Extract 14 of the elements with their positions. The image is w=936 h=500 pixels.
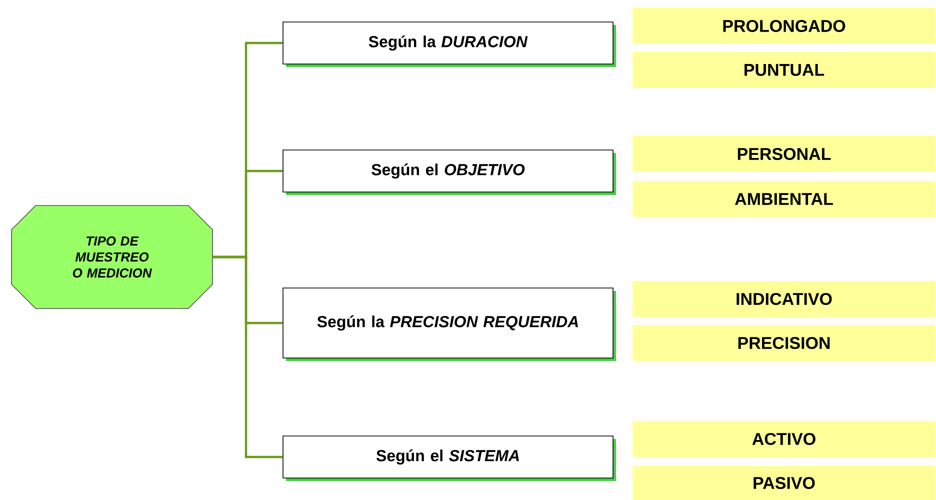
option-box: AMBIENTAL [632,181,936,217]
category-box: Según la PRECISION REQUERIDA [282,288,616,361]
option-box: PRECISION [632,325,936,361]
category-box: Según la DURACION [282,22,616,67]
category-box: Según el SISTEMA [282,436,616,481]
option-box: PASIVO [632,466,936,500]
option-box: PERSONAL [632,136,936,172]
option-box: PROLONGADO [632,8,936,44]
category-box: Según el OBJETIVO [282,150,616,195]
connector-line [212,256,283,458]
option-box: INDICATIVO [632,281,936,317]
root-box: TIPO DE MUESTREO O MEDICION [11,205,213,309]
option-box: ACTIVO [632,421,936,457]
option-box: PUNTUAL [632,52,936,88]
